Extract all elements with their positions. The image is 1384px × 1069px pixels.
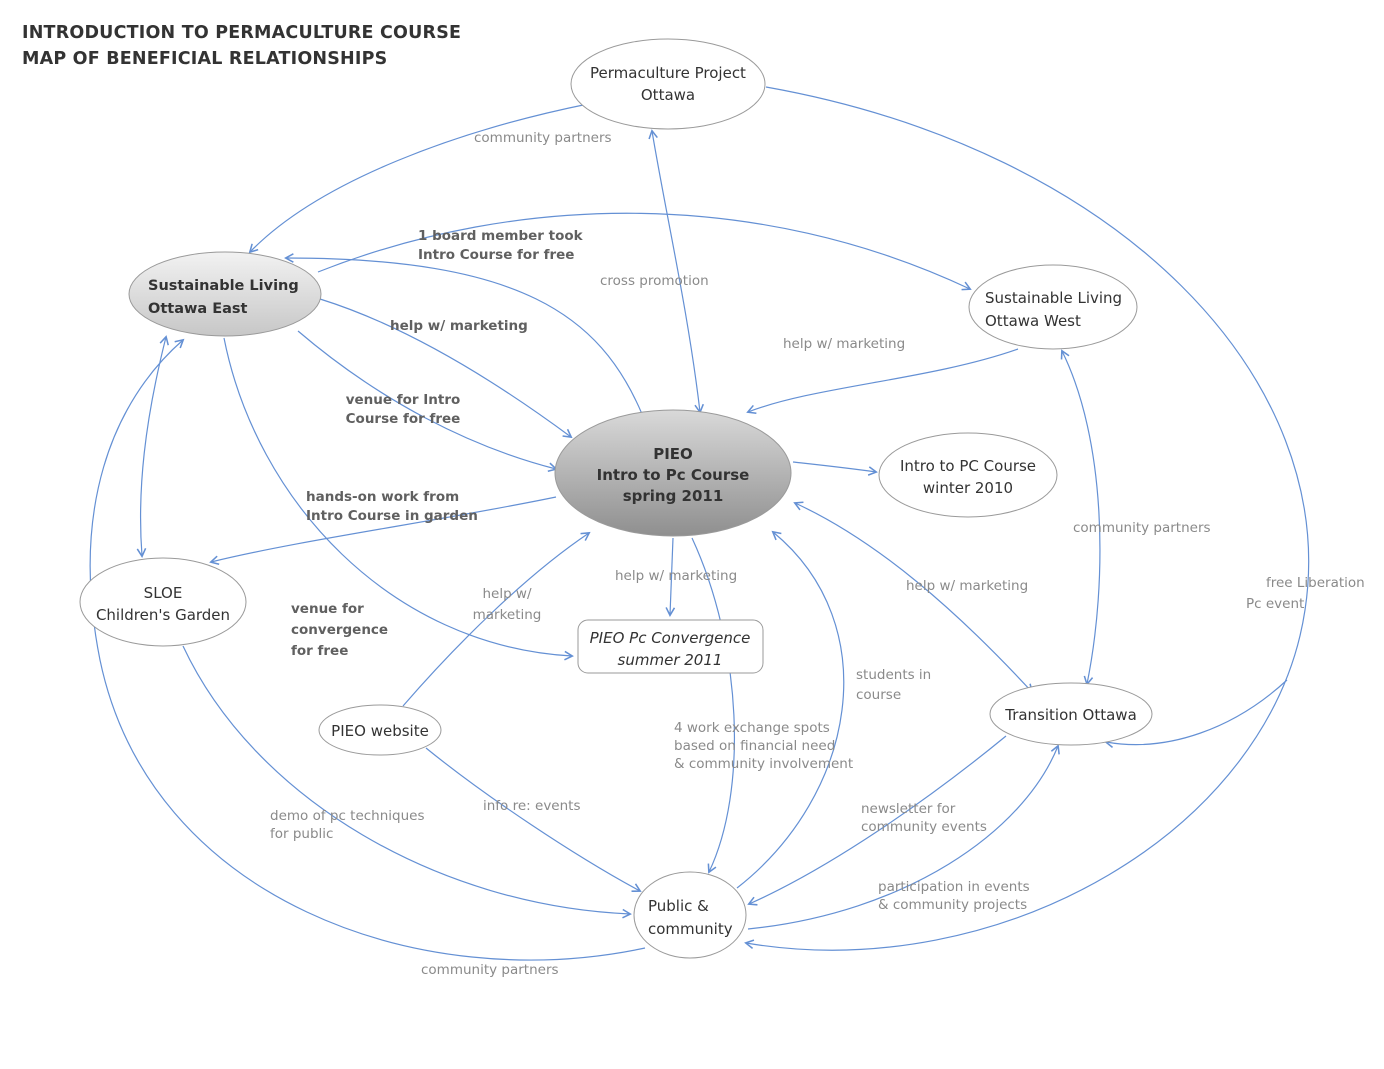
edge-label-cross-promotion: cross promotion — [600, 273, 709, 289]
node-shape[interactable] — [318, 704, 442, 756]
edge-label-help-marketing-west: help w/ marketing — [783, 336, 905, 352]
edge-outer-to-transition — [1104, 679, 1288, 749]
edge-sloe-east-to-west — [317, 212, 972, 291]
node-label: PIEO website — [331, 722, 429, 740]
edge-label-participation: participation in events& community proje… — [878, 879, 1030, 913]
edge-students-in-course — [736, 530, 845, 889]
edge-work-exchange — [691, 537, 736, 874]
edge-label-help-marketing-transition: help w/ marketing — [906, 578, 1028, 594]
edge-community-partners-right — [1060, 349, 1101, 686]
edge-board-member — [284, 253, 643, 415]
node-shape[interactable] — [79, 557, 247, 647]
edge-label-help-marketing-website: help w/marketing — [473, 586, 542, 623]
edge-help-marketing-west — [746, 348, 1019, 414]
edge-info-events — [425, 747, 642, 892]
edge-label-community-partners-right: community partners — [1073, 520, 1211, 536]
node-pieo-website[interactable]: PIEO website — [318, 704, 442, 756]
edge-label-community-partners-bottom: community partners — [421, 962, 559, 978]
edge-help-marketing-website — [402, 531, 591, 707]
edge-label-help-marketing-convergence: help w/ marketing — [615, 568, 737, 584]
edge-cross-promotion — [648, 129, 705, 414]
node-shape[interactable] — [128, 251, 322, 337]
edge-help-marketing-sloe-east — [319, 298, 573, 439]
edge-help-marketing-transition — [793, 501, 1034, 694]
node-shape[interactable] — [570, 38, 766, 130]
node-label: Transition Ottawa — [1004, 706, 1137, 724]
edge-label-help-marketing-sloe-east: help w/ marketing — [390, 318, 528, 334]
node-shape[interactable] — [968, 264, 1138, 350]
edge-pieo-to-winter — [792, 461, 878, 476]
node-label: Public &community — [648, 897, 733, 938]
edge-participation — [747, 744, 1060, 930]
edge-venue-intro-course — [297, 330, 558, 472]
node-shape[interactable] — [554, 409, 792, 537]
edge-sloe-east-to-garden — [136, 335, 169, 558]
edge-help-marketing-convergence — [665, 537, 676, 617]
edge-label-community-partners-top: community partners — [474, 130, 612, 146]
edge-free-liberation — [744, 86, 1310, 951]
edge-community-partners-bottom — [89, 338, 646, 961]
node-transition-ottawa[interactable]: Transition Ottawa — [989, 682, 1153, 746]
title-line-1: INTRODUCTION TO PERMACULTURE COURSE — [22, 23, 462, 43]
node-shape[interactable] — [878, 432, 1058, 518]
node-shape[interactable] — [577, 619, 764, 674]
node-shape[interactable] — [633, 871, 747, 959]
node-public-community[interactable]: Public &community — [633, 871, 747, 959]
edge-label-info-events: info re: events — [483, 798, 581, 814]
edge-community-partners-top — [248, 103, 589, 254]
edge-venue-convergence — [223, 337, 574, 661]
title-line-2: MAP OF BENEFICIAL RELATIONSHIPS — [22, 49, 388, 69]
edge-hands-on-work — [209, 496, 557, 566]
node-shape[interactable] — [989, 682, 1153, 746]
edge-newsletter — [747, 735, 1007, 906]
diagram-title: INTRODUCTION TO PERMACULTURE COURSE MAP … — [22, 20, 461, 72]
edge-demo-pc — [182, 645, 632, 919]
